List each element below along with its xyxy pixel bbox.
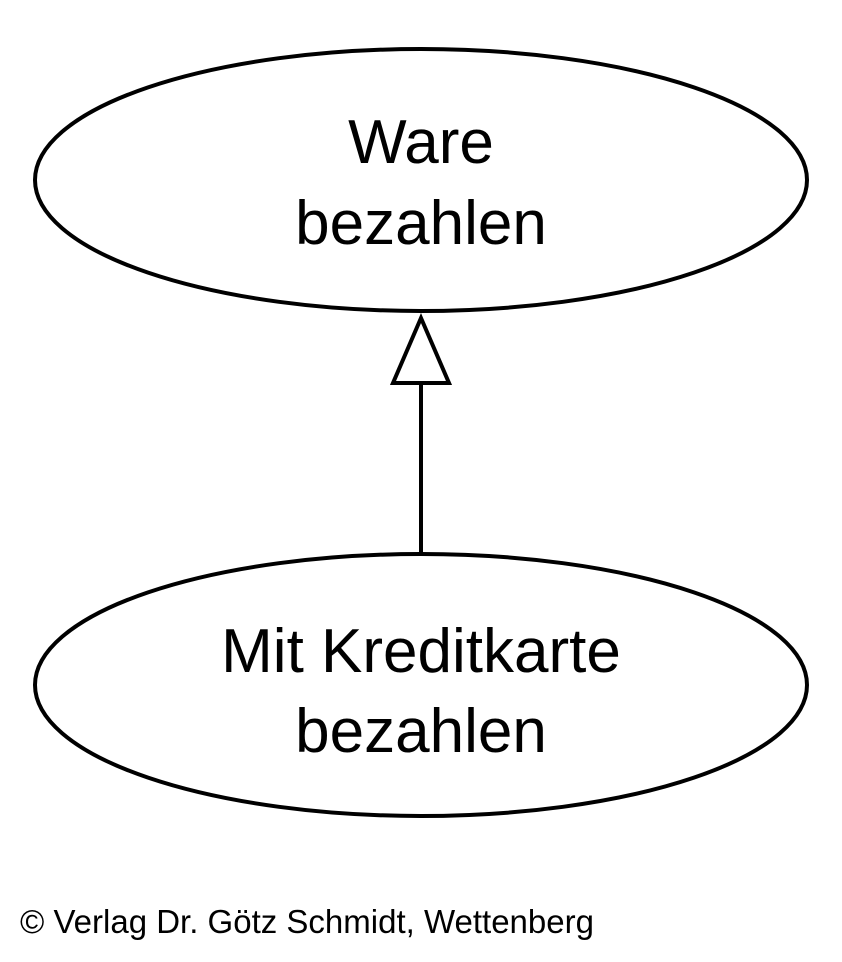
generalization-arrow	[389, 312, 453, 553]
use-case-label-line2: bezahlen	[295, 189, 547, 258]
use-case-label-line2: bezahlen	[295, 697, 547, 766]
use-case-mit-kreditkarte-bezahlen: Mit Kreditkarte bezahlen	[33, 552, 809, 818]
use-case-label-line1: Ware	[348, 108, 494, 177]
use-case-label-line1: Mit Kreditkarte	[221, 617, 621, 686]
hollow-triangle-arrowhead-icon	[389, 312, 453, 385]
use-case-ware-bezahlen: Ware bezahlen	[33, 47, 809, 313]
use-case-ellipse	[33, 47, 809, 313]
use-case-ellipse	[33, 552, 809, 818]
copyright-notice: © Verlag Dr. Götz Schmidt, Wettenberg	[20, 903, 594, 940]
